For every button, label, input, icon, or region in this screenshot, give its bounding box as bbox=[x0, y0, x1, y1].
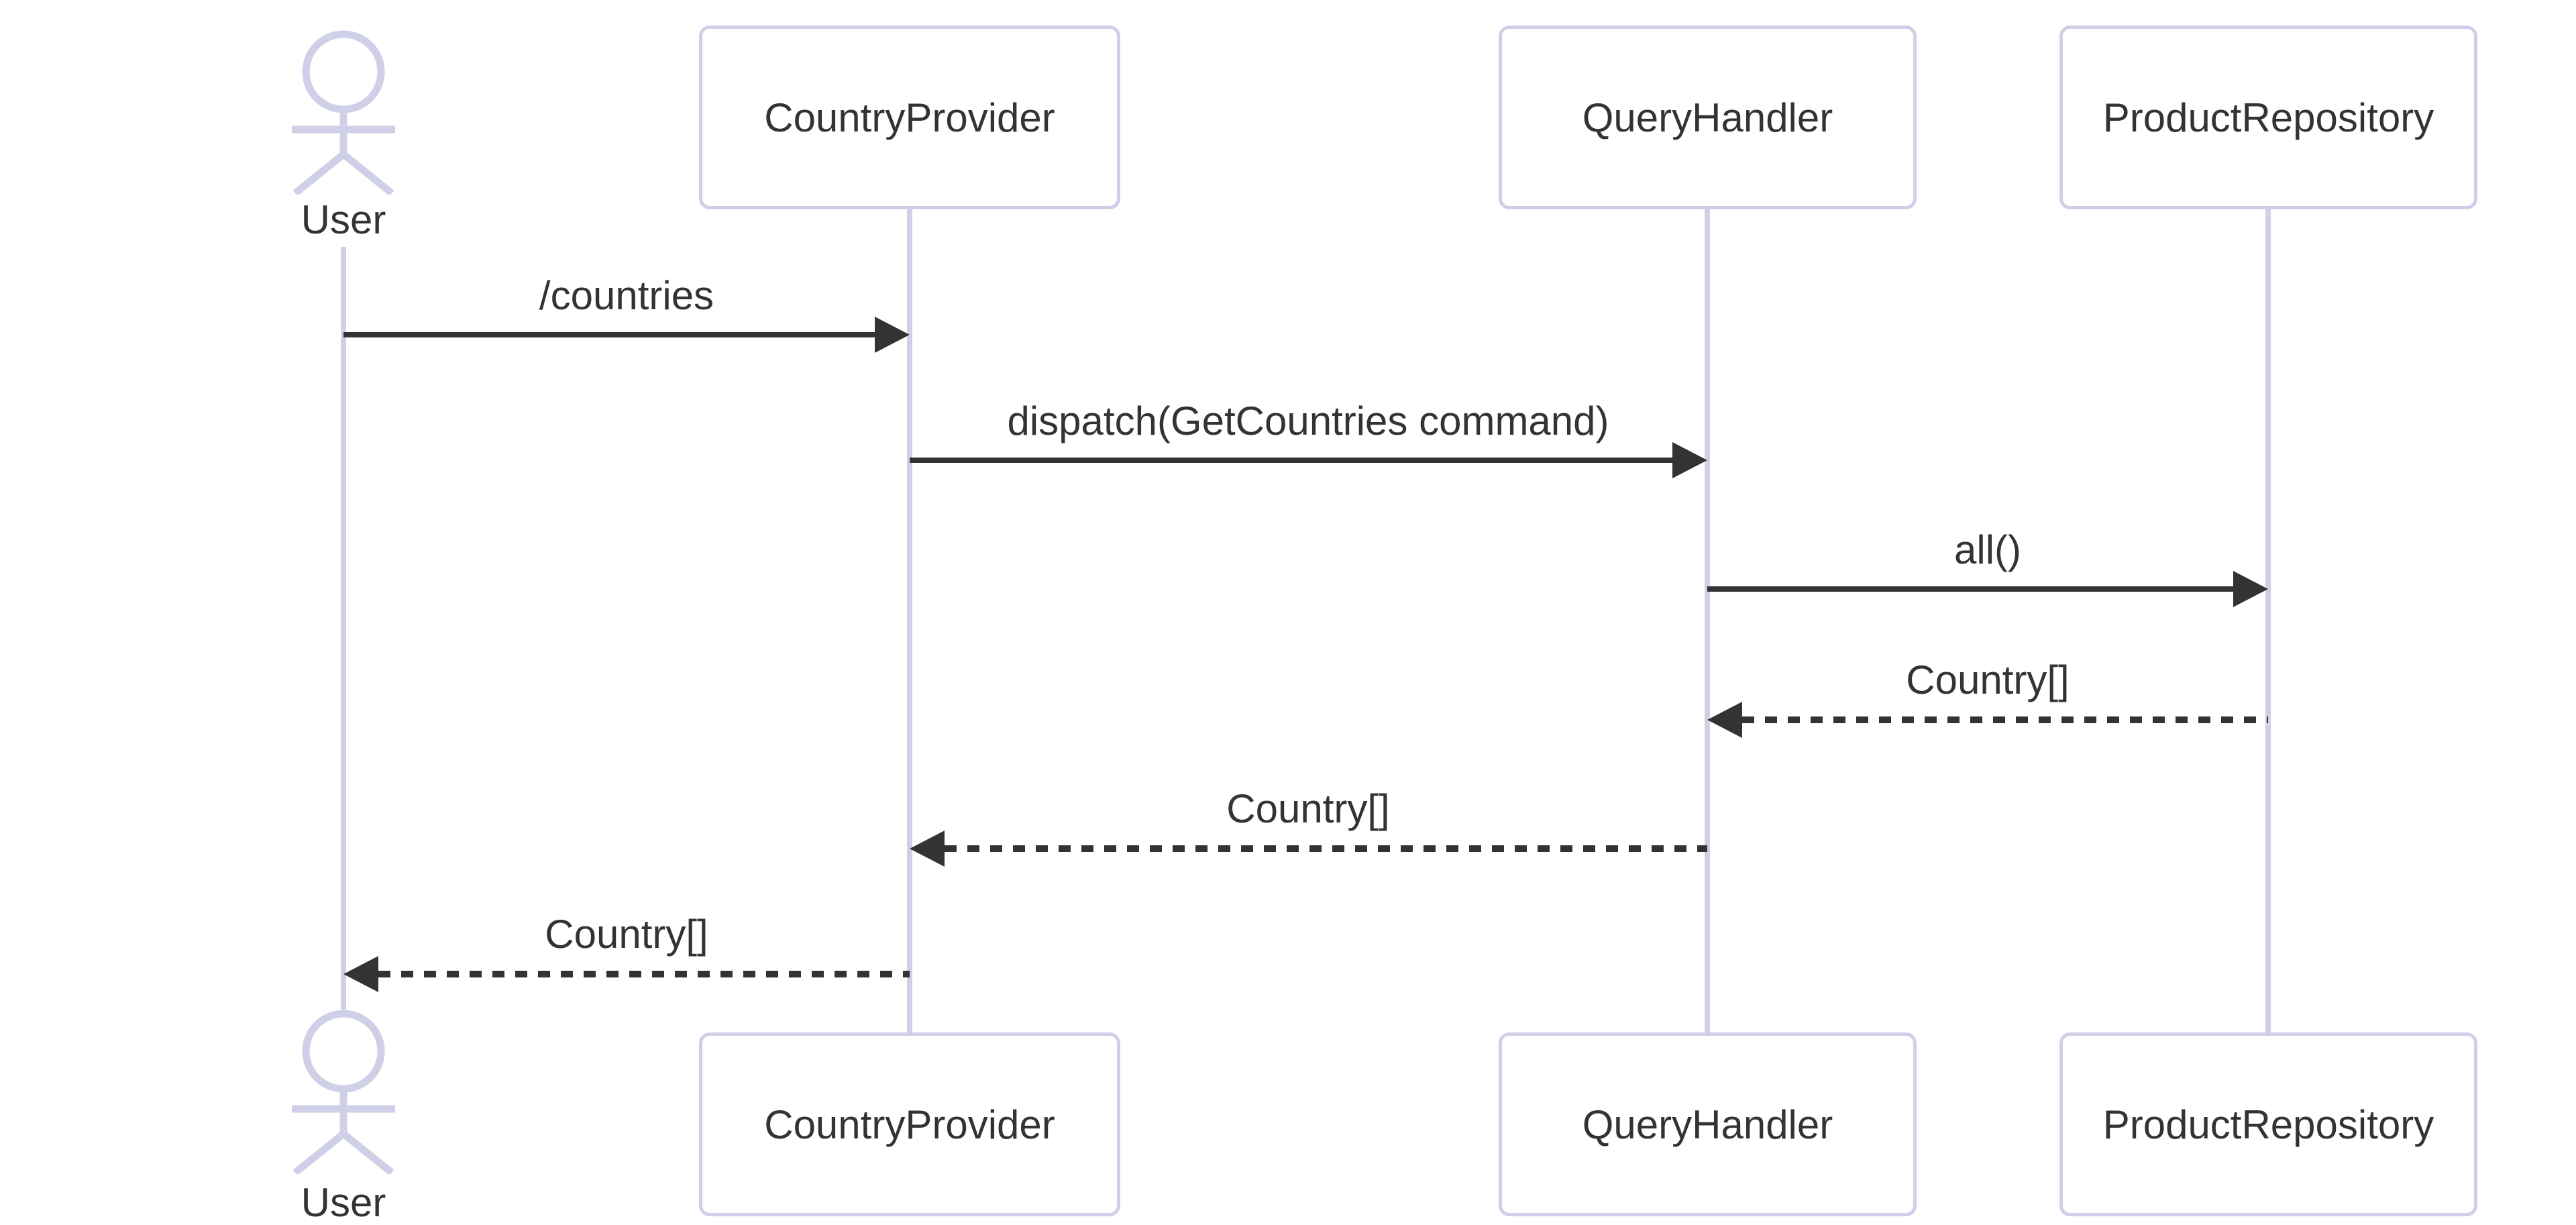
arrowhead-right-icon bbox=[875, 317, 910, 353]
participant-box-productrepository-top: ProductRepository bbox=[2059, 25, 2477, 209]
participant-box-queryhandler-bottom: QueryHandler bbox=[1499, 1032, 1917, 1216]
message-label-all: all() bbox=[1954, 527, 2021, 572]
lifeline-productrepository bbox=[2265, 209, 2271, 1032]
message-line-dispatch bbox=[910, 458, 1674, 463]
message-label-country-return-2: Country[] bbox=[1226, 786, 1390, 831]
actor-icon-user-top bbox=[273, 30, 414, 195]
participant-box-productrepository-bottom: ProductRepository bbox=[2059, 1032, 2477, 1216]
message-line-countries bbox=[343, 332, 876, 337]
arrowhead-right-icon bbox=[2233, 571, 2268, 607]
actor-label-user-bottom: User bbox=[301, 1180, 386, 1225]
arrowhead-left-icon bbox=[343, 956, 378, 992]
participant-box-queryhandler-top: QueryHandler bbox=[1499, 25, 1917, 209]
arrowhead-left-icon bbox=[910, 831, 945, 867]
actor-icon-user-bottom bbox=[273, 1010, 414, 1174]
message-label-country-return-3: Country[] bbox=[545, 912, 708, 957]
message-line-country-return-1 bbox=[1742, 716, 2268, 723]
message-line-country-return-2 bbox=[945, 845, 1707, 852]
message-label-country-return-1: Country[] bbox=[1906, 657, 2070, 702]
participant-box-countryprovider-bottom: CountryProvider bbox=[699, 1032, 1120, 1216]
arrowhead-left-icon bbox=[1707, 702, 1742, 738]
message-line-all bbox=[1707, 586, 2235, 592]
lifeline-queryhandler bbox=[1705, 209, 1710, 1032]
arrowhead-right-icon bbox=[1672, 442, 1707, 478]
actor-label-user-top: User bbox=[301, 197, 386, 242]
lifeline-user bbox=[341, 247, 346, 1010]
participant-box-countryprovider-top: CountryProvider bbox=[699, 25, 1120, 209]
message-label-dispatch: dispatch(GetCountries command) bbox=[1007, 398, 1609, 443]
lifeline-countryprovider bbox=[907, 209, 912, 1032]
message-line-country-return-3 bbox=[378, 971, 910, 977]
message-label-countries: /countries bbox=[539, 273, 714, 318]
